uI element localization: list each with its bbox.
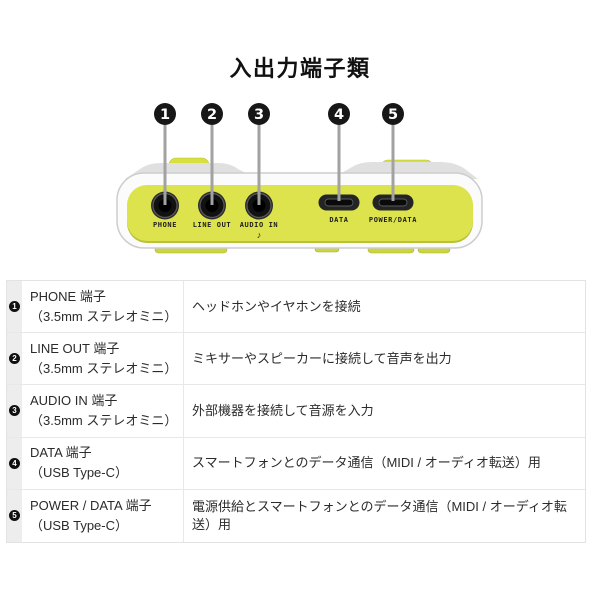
terminal-name-cell: POWER / DATA 端子 （USB Type-C） [22, 489, 184, 542]
device-illustration: PHONE LINE OUT AUDIO IN DATA POWER/DATA … [116, 103, 483, 254]
terminal-spec: （3.5mm ステレオミニ） [30, 308, 178, 324]
callout-3-number: 3 [254, 107, 264, 123]
terminal-name-cell: AUDIO IN 端子 （3.5mm ステレオミニ） [22, 385, 184, 437]
terminal-name-cell: LINE OUT 端子 （3.5mm ステレオミニ） [22, 333, 184, 385]
terminal-name-cell: DATA 端子 （USB Type-C） [22, 437, 184, 489]
row-number-cell: 5 [7, 489, 22, 542]
terminal-description: 電源供給とスマートフォンとのデータ通信（MIDI / オーディオ転送）用 [192, 498, 567, 532]
terminal-table: 1 PHONE 端子 （3.5mm ステレオミニ） ヘッドホンやイヤホンを接続 … [6, 280, 586, 543]
row-number-cell: 3 [7, 385, 22, 437]
panel-label-powerdata: POWER/DATA [369, 216, 417, 224]
terminal-name: LINE OUT 端子 [30, 340, 120, 356]
row-number-cell: 4 [7, 437, 22, 489]
terminal-spec: （USB Type-C） [30, 517, 129, 533]
row-number-cell: 2 [7, 333, 22, 385]
callout-1-number: 1 [160, 107, 170, 123]
row-number-badge: 2 [9, 353, 20, 365]
port-powerdata-usbc [372, 194, 414, 211]
callout-1: 1 [154, 103, 176, 125]
terminal-name: DATA 端子 [30, 445, 92, 461]
terminal-description: ヘッドホンやイヤホンを接続 [192, 298, 361, 314]
device-panel [127, 185, 473, 241]
callout-4-number: 4 [334, 107, 344, 123]
terminal-description: 外部機器を接続して音源を入力 [192, 402, 374, 418]
panel-label-phone: PHONE [153, 221, 177, 229]
callout-4: 4 [328, 103, 350, 125]
row-number-cell: 1 [7, 281, 22, 333]
callout-2: 2 [201, 103, 223, 125]
panel-label-lineout: LINE OUT [193, 221, 232, 229]
panel-label-audioin: AUDIO IN [240, 221, 279, 229]
terminal-name: PHONE 端子 [30, 288, 106, 304]
table-row-phone: 1 PHONE 端子 （3.5mm ステレオミニ） ヘッドホンやイヤホンを接続 [7, 281, 585, 334]
callout-5: 5 [382, 103, 404, 125]
port-phone-jack [151, 191, 179, 220]
terminal-name-cell: PHONE 端子 （3.5mm ステレオミニ） [22, 281, 184, 333]
table-row-data: 4 DATA 端子 （USB Type-C） スマートフォンとのデータ通信（MI… [7, 437, 585, 490]
terminal-spec: （3.5mm ステレオミニ） [30, 412, 178, 428]
terminal-spec: （3.5mm ステレオミニ） [30, 360, 178, 376]
row-number-badge: 5 [9, 510, 20, 522]
row-number-badge: 1 [9, 301, 20, 313]
callout-3: 3 [248, 103, 270, 125]
port-lineout-jack [198, 191, 226, 220]
terminal-name: AUDIO IN 端子 [30, 392, 118, 408]
table-row-powerdata: 5 POWER / DATA 端子 （USB Type-C） 電源供給とスマート… [7, 489, 585, 542]
table-row-lineout: 2 LINE OUT 端子 （3.5mm ステレオミニ） ミキサーやスピーカーに… [7, 333, 585, 386]
page-title: 入出力端子類 [229, 56, 371, 81]
callout-leader-lines [163, 125, 395, 205]
row-number-badge: 3 [9, 405, 20, 417]
callout-2-number: 2 [207, 107, 217, 123]
terminal-name: POWER / DATA 端子 [30, 497, 152, 513]
port-data-usbc [318, 194, 360, 211]
terminal-description: スマートフォンとのデータ通信（MIDI / オーディオ転送）用 [192, 455, 541, 471]
terminal-spec: （USB Type-C） [30, 465, 129, 481]
terminal-description: ミキサーやスピーカーに接続して音声を出力 [192, 350, 452, 366]
table-row-audioin: 3 AUDIO IN 端子 （3.5mm ステレオミニ） 外部機器を接続して音源… [7, 385, 585, 438]
callout-5-number: 5 [388, 107, 398, 123]
panel-label-data: DATA [329, 216, 348, 224]
music-note-icon: ♪ [257, 230, 262, 240]
row-number-badge: 4 [9, 457, 20, 469]
